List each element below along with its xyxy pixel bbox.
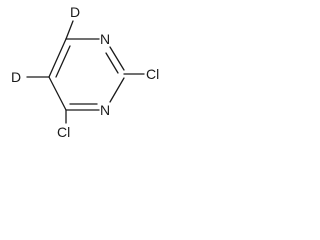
atom-labels-group: D D N N Cl Cl <box>11 4 159 140</box>
chlorine-right-label: Cl <box>146 66 159 82</box>
bond-n1-c2 <box>109 46 125 71</box>
nitrogen-bottom-label: N <box>100 102 110 118</box>
bond-c6-d <box>65 20 74 40</box>
bonds-group <box>26 20 145 124</box>
bond-c5-c6 <box>48 38 67 78</box>
deuterium-top-label: D <box>70 4 80 20</box>
bond-c4-c5 <box>48 76 67 111</box>
bond-c2-n3 <box>109 77 125 103</box>
chemical-structure-figure: D D N N Cl Cl <box>0 0 178 155</box>
deuterium-left-label: D <box>11 69 21 85</box>
chlorine-bottom-label: Cl <box>57 124 70 140</box>
pyrimidine-structure-diagram: D D N N Cl Cl <box>11 4 159 140</box>
nitrogen-top-label: N <box>100 31 110 47</box>
double-bond-n1-c2-inner <box>105 52 119 74</box>
double-bond-c5-c6-inner <box>55 45 71 78</box>
